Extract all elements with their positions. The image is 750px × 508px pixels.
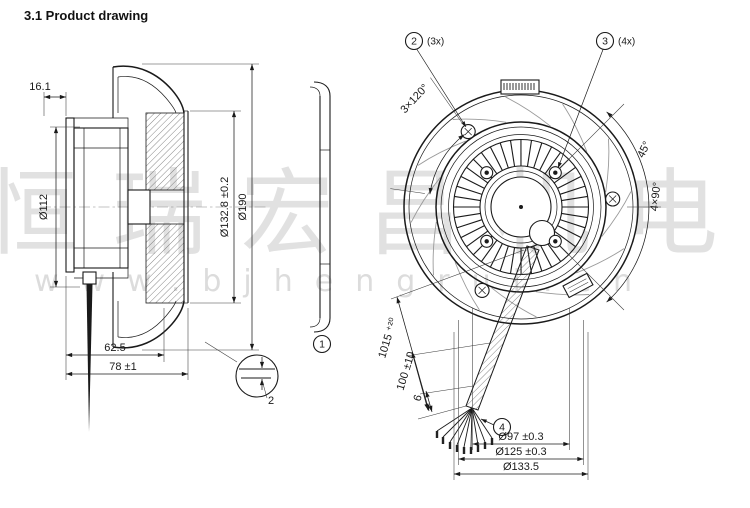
dim-label-78: 78 ±1 — [109, 361, 136, 373]
inlet-nozzle — [112, 65, 185, 349]
dim-112: Ø112 — [38, 126, 80, 288]
dim-label-190: Ø190 — [237, 194, 249, 221]
detail-circle — [235, 354, 279, 398]
dim-190: Ø190 — [142, 63, 259, 351]
dim-label-6: 6 — [411, 393, 424, 402]
dim-label-132-8: Ø132.8 ±0.2 — [219, 177, 231, 237]
cable-exit-hole — [528, 219, 556, 247]
center-point — [519, 205, 523, 209]
blade-section-lower — [145, 223, 185, 304]
callout-1-label: 1 — [319, 339, 325, 351]
cable-wires — [436, 407, 493, 448]
mounting-flange — [65, 117, 75, 273]
impeller-hub — [127, 189, 151, 225]
callout-2: 2 (3x) — [404, 31, 467, 128]
cable-bundle: 4 1015 ⁺²⁰ 100 ±10 6 — [376, 245, 540, 454]
callout-4-label: 4 — [499, 422, 505, 434]
dim-label-62-5: 62.5 — [104, 342, 125, 354]
callout-1: 1 — [312, 334, 332, 354]
callout-3: 3 (4x) — [557, 31, 635, 169]
impeller-face — [183, 110, 189, 304]
side-view: 16.1 Ø112 Ø132.8 ±0.2 Ø190 — [29, 63, 266, 432]
dim-label-1015: 1015 ⁺²⁰ — [376, 316, 400, 360]
dim-label-dia-125: Ø125 ±0.3 — [495, 446, 546, 458]
page-title: 3.1 Product drawing — [24, 8, 149, 23]
dim-62-5: 62.5 — [65, 276, 165, 380]
dim-dia-125: Ø125 ±0.3 — [458, 320, 584, 465]
dim-label-dia-133-5: Ø133.5 — [503, 461, 539, 473]
cable-sheath — [465, 245, 540, 411]
dim-label-112: Ø112 — [38, 194, 50, 220]
lead-wire-side — [86, 284, 93, 432]
dim-label-45: 45° — [635, 140, 653, 160]
label-sticker-corner — [562, 272, 594, 299]
front-view: 2 (3x) 3 (4x) 3×120° — [390, 31, 664, 325]
dim-dia-97: Ø97 ±0.3 — [472, 308, 570, 450]
dim-label-dia-97: Ø97 ±0.3 — [498, 431, 543, 443]
dim-label-4x90: 4×90° — [649, 182, 664, 212]
screws-4x — [480, 166, 562, 248]
dim-label-2: 2 — [268, 395, 274, 407]
callout-3-qty: (4x) — [618, 37, 635, 48]
dim-label-100: 100 ±10 — [395, 350, 418, 391]
motor-top-step — [74, 117, 129, 128]
callout-2-qty: (3x) — [427, 37, 444, 48]
dim-132-8: Ø132.8 ±0.2 — [190, 110, 241, 304]
ring-profile-view — [309, 81, 331, 333]
detail-view: 2 — [204, 341, 279, 407]
dim-label-16-1: 16.1 — [29, 81, 50, 93]
motor-bottom-step — [74, 268, 129, 279]
dim-16-1: 16.1 — [29, 81, 67, 116]
cable-gland-side — [82, 271, 97, 285]
dim-78: 78 ±1 — [65, 308, 189, 380]
label-sticker-top — [500, 79, 540, 95]
callout-4: 4 — [480, 417, 512, 437]
dim-label-3x120: 3×120° — [398, 82, 431, 116]
callout-2-label: 2 — [411, 36, 417, 48]
callout-3-label: 3 — [602, 36, 608, 48]
dim-dia-133-5: Ø133.5 — [453, 332, 589, 480]
blade-section-upper — [145, 112, 185, 191]
